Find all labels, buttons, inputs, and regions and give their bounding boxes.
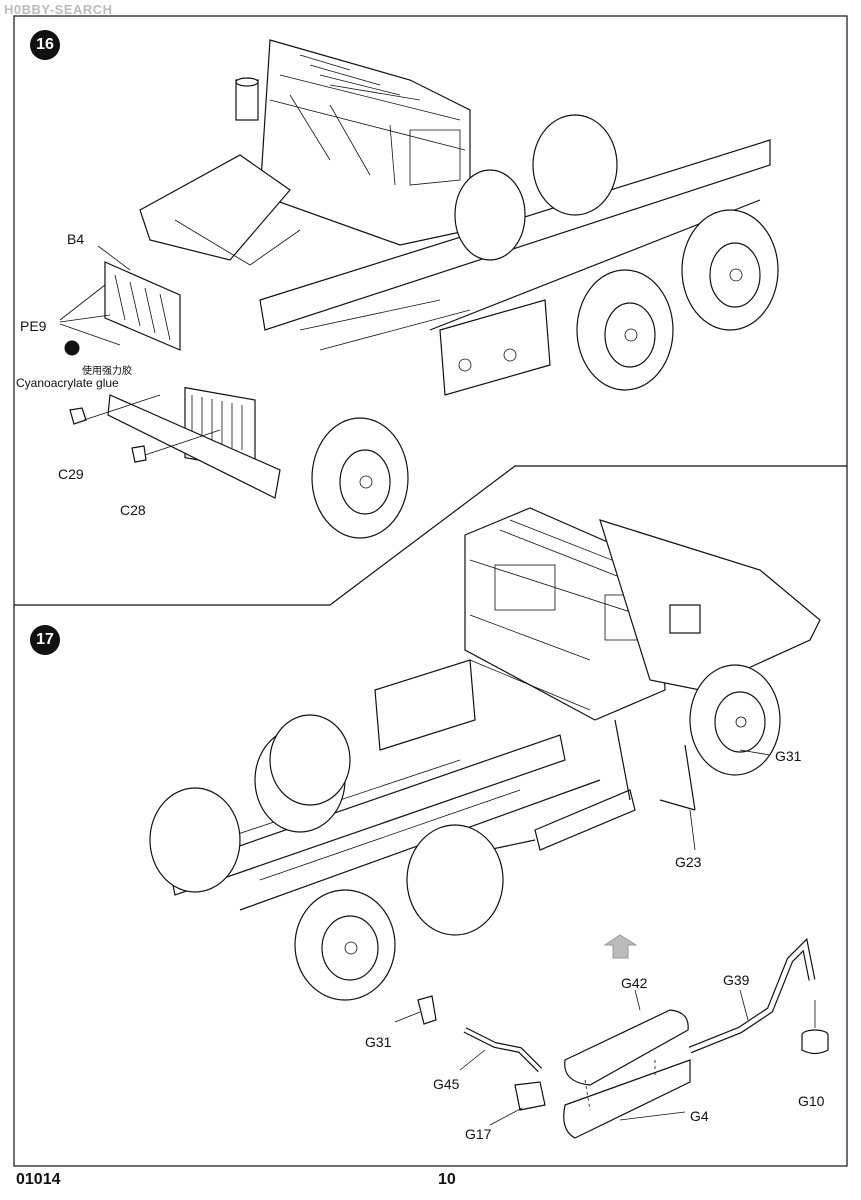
label-g39: G39 (723, 972, 750, 988)
step-17-badge: 17 (30, 625, 60, 655)
label-g23: G23 (675, 854, 702, 870)
step16-wheels (311, 114, 779, 539)
label-g10: G10 (798, 1093, 825, 1109)
step17-parts (394, 934, 829, 1139)
label-g42: G42 (621, 975, 648, 991)
label-g17: G17 (465, 1126, 492, 1142)
page-frame (13, 15, 848, 1167)
label-g31-top: G31 (775, 748, 802, 764)
page-number: 10 (438, 1171, 456, 1188)
label-g31: G31 (365, 1034, 392, 1050)
label-g45: G45 (433, 1076, 460, 1092)
label-c28: C28 (120, 502, 146, 518)
watermark: H0BBY-SEARCH (4, 2, 113, 17)
step16-truck (59, 39, 779, 539)
kit-code: 01014 (16, 1171, 61, 1188)
step-divider (14, 465, 847, 606)
label-glue-cn: 使用强力胶 (82, 366, 132, 377)
label-g4: G4 (690, 1108, 709, 1124)
label-pe9: PE9 (20, 318, 47, 334)
label-glue-en: Cyanoacrylate glue (16, 376, 119, 390)
label-c29: C29 (58, 466, 84, 482)
label-b4: B4 (67, 231, 85, 247)
step17-wheels (149, 664, 781, 1001)
step17-truck (149, 507, 821, 1001)
step-16-badge: 16 (30, 30, 60, 60)
